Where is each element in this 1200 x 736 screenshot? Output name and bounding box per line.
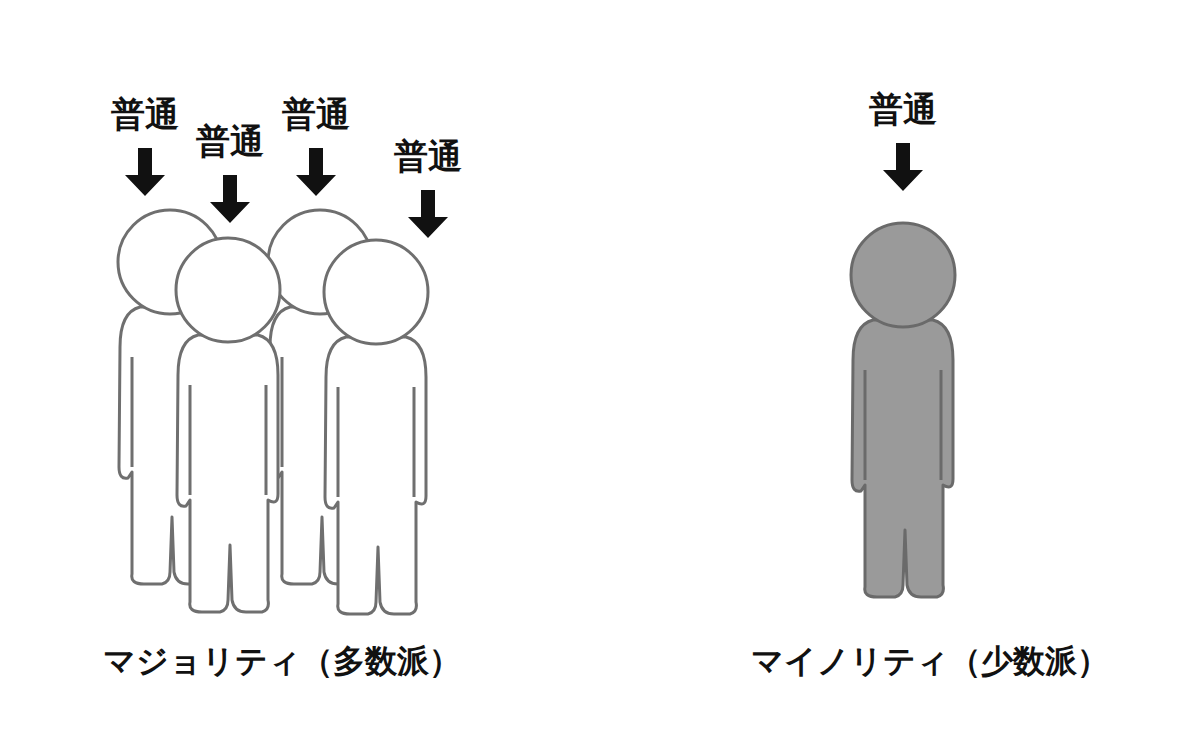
normal-label: 普通 — [111, 96, 179, 133]
group-caption: マジョリティ（多数派） — [103, 644, 461, 679]
group-caption: マイノリティ（少数派） — [751, 644, 1109, 679]
person-figure — [176, 238, 280, 612]
down-arrow — [210, 175, 250, 223]
normal-label: 普通 — [869, 91, 937, 128]
down-arrow — [408, 190, 448, 238]
person-figure — [324, 240, 428, 614]
person-figure — [851, 223, 955, 597]
down-arrow — [296, 148, 336, 196]
majority-figures — [118, 210, 428, 614]
down-arrow — [883, 143, 923, 191]
normal-label: 普通 — [196, 123, 264, 160]
normal-label: 普通 — [282, 96, 350, 133]
down-arrow — [125, 148, 165, 196]
minority-figure — [851, 223, 955, 597]
normal-label: 普通 — [394, 138, 462, 175]
